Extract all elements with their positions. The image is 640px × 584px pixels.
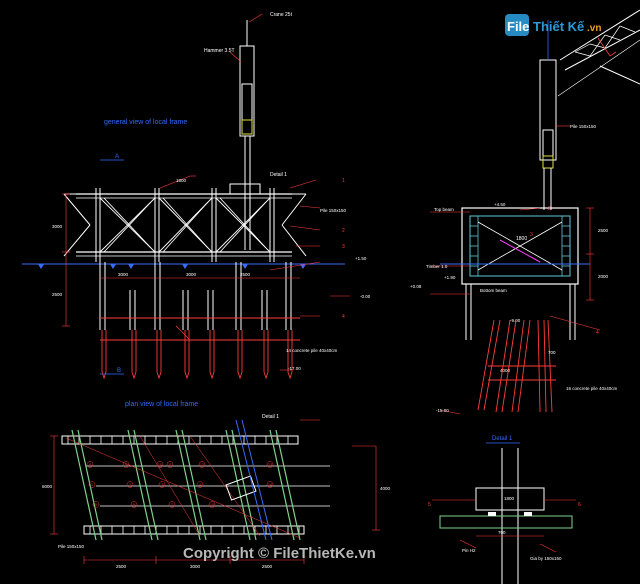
dim-left-1: 3000 xyxy=(52,224,63,229)
plan-view: plan view of local frame xyxy=(42,401,391,569)
plan-number-label: 12 xyxy=(200,463,204,467)
dim-r-2000: 2000 xyxy=(598,274,609,279)
elev-label-3: -17.00 xyxy=(288,366,301,371)
pile-tip-label: Pile 150x150 xyxy=(570,124,597,129)
callout-3: 3 xyxy=(342,244,345,250)
detail-bolt-label: Pin H2 xyxy=(462,548,476,553)
callout-r2: 3 xyxy=(530,232,533,238)
plan-number-circle xyxy=(126,481,134,488)
section-mark-a: A xyxy=(115,154,119,160)
dim-bottom-1: 3000 xyxy=(118,272,129,277)
dim-left-2: 2500 xyxy=(52,292,63,297)
elev-right-5: -15.00 xyxy=(436,408,449,413)
plan-number-circle xyxy=(122,461,130,468)
plan-number-label: 3 xyxy=(161,483,163,487)
dim-r-1800: 1800 xyxy=(516,236,527,242)
plan-number-circle xyxy=(92,501,100,508)
bottom-beam-label: Bottom beam xyxy=(480,288,507,293)
plan-detail-label: Detail 1 xyxy=(262,414,279,420)
detail-callout-6: 6 xyxy=(578,502,581,508)
logo-file: File xyxy=(507,19,529,34)
plan-dim-1: 2500 xyxy=(116,564,127,569)
logo-thietke: Thiết Kế xyxy=(533,19,585,34)
plan-dim-3: 2500 xyxy=(262,564,273,569)
elev-label-2: -0.00 xyxy=(360,294,371,299)
callout-2: 2 xyxy=(342,228,345,234)
concrete-pile-right: 16 concrete pile 40x40cm xyxy=(566,386,618,391)
elev-right-2: +0.08 xyxy=(410,284,422,289)
detail-dim-bottom: 700 xyxy=(498,530,506,535)
callout-r1: 2 xyxy=(548,206,551,212)
plan-number-label: 14 xyxy=(268,483,272,487)
detail-callout-5: 5 xyxy=(428,502,431,508)
elev-right-3: +4.50 xyxy=(494,202,506,207)
plan-number-circle xyxy=(208,501,216,508)
plan-number-label: 2 xyxy=(129,483,131,487)
dim-r-4000: 4000 xyxy=(500,368,511,373)
general-view-elevation: Crane 25t Hammer 3.5T general view of lo… xyxy=(22,12,371,380)
dim-bottom-2: 3000 xyxy=(186,272,197,277)
callout-4: 4 xyxy=(342,314,345,320)
section-mark-b: B xyxy=(117,368,121,374)
plan-number-circle xyxy=(156,461,164,468)
plan-number-circle xyxy=(266,481,274,488)
plan-number-label: 8 xyxy=(89,463,91,467)
plan-number-circle xyxy=(198,461,206,468)
plan-number-circle xyxy=(166,461,174,468)
general-view-title: general view of local frame xyxy=(104,119,187,126)
plan-number-label: 7 xyxy=(171,503,173,507)
plan-dim-2: 3000 xyxy=(190,564,201,569)
plan-number-label: 4 xyxy=(199,483,201,487)
dim-bottom-3: 2500 xyxy=(240,272,251,277)
plan-number-label: 15 xyxy=(210,503,214,507)
brand-logo: File Thiết Kế .vn xyxy=(505,14,601,36)
callout-r3: 4 xyxy=(596,330,599,336)
timber-label: Timber 1.0 xyxy=(426,264,448,269)
plan-number-circle xyxy=(196,481,204,488)
plan-number-circle xyxy=(130,501,138,508)
plan-number-circle xyxy=(86,461,94,468)
plan-number-label: 5 xyxy=(95,503,97,507)
top-beam-label: Top beam xyxy=(434,207,454,212)
plan-number-circle xyxy=(158,481,166,488)
callout-1: 1 xyxy=(342,178,345,184)
plan-pile-label: Pile 150x150 xyxy=(58,544,85,549)
hammer-body xyxy=(239,45,255,137)
elev-right-4: -9.00 xyxy=(510,318,521,323)
side-view-elevation: Pile 150x150 xyxy=(410,9,640,415)
crane-label: Crane 25t xyxy=(270,12,293,18)
plan-number-circle xyxy=(266,461,274,468)
concrete-pile-left: 14 concrete pile 40x40cm xyxy=(286,348,338,353)
elev-label-1: +1.50 xyxy=(355,256,367,261)
pile150-label: Pile 150x150 xyxy=(320,208,347,213)
plan-dim-left: 6000 xyxy=(42,484,53,489)
detail-plate-label: Gia by 150x150 xyxy=(530,556,562,561)
copyright-watermark: Copyright © FileThietKe.vn xyxy=(183,545,376,562)
detail1-title: Detail 1 xyxy=(492,436,513,442)
detail1-label-a: Detail 1 xyxy=(270,172,287,178)
dim-r-700: 700 xyxy=(548,350,556,355)
hammer-label: Hammer 3.5T xyxy=(204,48,235,54)
logo-tld: .vn xyxy=(587,23,601,34)
elev-right-1: +1.90 xyxy=(444,275,456,280)
plan-number-label: 11 xyxy=(168,463,172,467)
plan-number-label: 1 xyxy=(91,483,93,487)
plan-view-title: plan view of local frame xyxy=(125,401,198,408)
detail-1: Detail 1 5 6 1800 700 Pin H2 Gia by 150x… xyxy=(428,436,581,584)
plan-number-label: 13 xyxy=(268,463,272,467)
plan-number-label: 6 xyxy=(133,503,135,507)
plan-number-label: 9 xyxy=(125,463,127,467)
plan-number-circle xyxy=(88,481,96,488)
plan-number-circle xyxy=(168,501,176,508)
plan-dim-right: 4000 xyxy=(380,486,391,491)
side-frame-box xyxy=(461,207,579,285)
plan-number-label: 10 xyxy=(158,463,162,467)
detail-dim-top: 1800 xyxy=(504,496,515,501)
dim-r-2500: 2500 xyxy=(598,228,609,233)
dim-top-1: 1800 xyxy=(176,178,187,183)
